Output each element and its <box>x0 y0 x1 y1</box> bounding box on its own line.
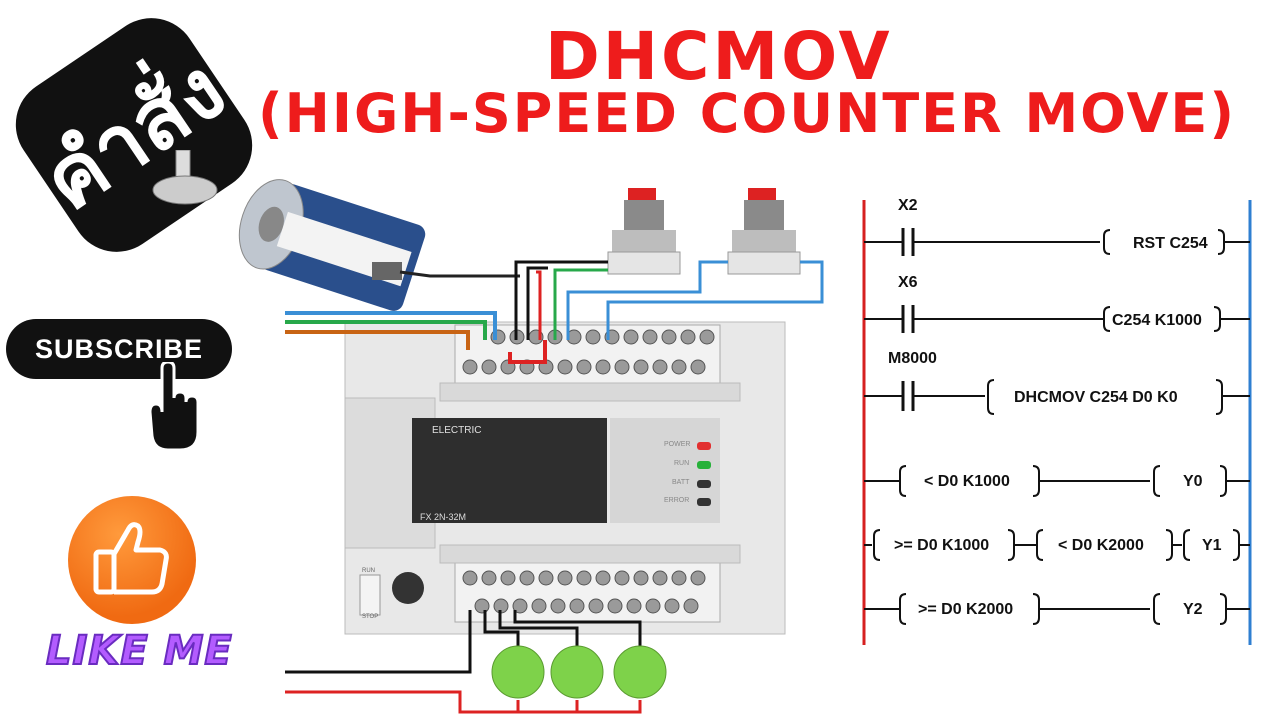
terminal-screw-icon <box>481 570 497 586</box>
rung-2-contact: X6 <box>898 274 918 291</box>
push-button-2-icon <box>727 188 801 275</box>
wiring-diagram <box>152 150 824 714</box>
rung-4-output: Y0 <box>1183 473 1203 490</box>
rung-5-compare-2: < D0 K2000 <box>1058 537 1144 554</box>
like-label: LIKE ME <box>45 627 233 675</box>
rung-1-output: RST C254 <box>1133 235 1208 252</box>
rung-1: X2 RST C254 <box>864 197 1250 256</box>
terminal-screw-icon <box>462 359 478 375</box>
subscribe-button[interactable]: SUBSCRIBE <box>6 319 232 379</box>
terminal-screw-icon <box>595 359 611 375</box>
terminal-screw-icon <box>557 570 573 586</box>
led-label-power: POWER <box>664 441 691 448</box>
output-lamp-y2-icon <box>613 645 667 699</box>
rung-6-output: Y2 <box>1183 601 1203 618</box>
encoder-icon <box>152 150 426 311</box>
ladder-diagram: X2 RST C254 X6 C254 K1000 M8000 DHCMOV C… <box>862 197 1252 645</box>
rung-5-output: Y1 <box>1202 537 1222 554</box>
terminal-screw-icon <box>569 598 585 614</box>
rung-3-contact: M8000 <box>888 350 937 367</box>
terminal-screw-icon <box>614 359 630 375</box>
terminal-screw-icon <box>588 598 604 614</box>
terminal-screw-icon <box>680 329 696 345</box>
output-lamp-y1-icon <box>550 645 604 699</box>
rung-1-contact: X2 <box>898 197 918 214</box>
hand-pointer-icon <box>148 360 204 452</box>
terminal-screw-icon <box>671 570 687 586</box>
rung-2: X6 C254 K1000 <box>864 274 1250 333</box>
terminal-screw-icon <box>576 570 592 586</box>
thumbs-up-icon <box>93 522 169 595</box>
terminal-screw-icon <box>519 570 535 586</box>
terminal-screw-icon <box>531 598 547 614</box>
rung-6: >= D0 K2000 Y2 <box>864 593 1250 625</box>
rung-2-output: C254 K1000 <box>1112 312 1202 329</box>
plc-model: FX 2N-32M <box>420 512 467 522</box>
terminal-screw-icon <box>690 359 706 375</box>
terminal-screw-icon <box>557 359 573 375</box>
terminal-screw-icon <box>699 329 715 345</box>
rung-5-compare-1: >= D0 K1000 <box>894 537 989 554</box>
plc-brand: ELECTRIC <box>432 425 482 436</box>
terminal-screw-icon <box>614 570 630 586</box>
title-line-1: DHCMOV <box>545 18 893 95</box>
push-button-1-icon <box>607 188 681 275</box>
led-label-batt: BATT <box>672 479 690 486</box>
rung-4-compare: < D0 K1000 <box>924 473 1010 490</box>
terminal-screw-icon <box>664 598 680 614</box>
terminal-screw-icon <box>623 329 639 345</box>
terminal-screw-icon <box>661 329 677 345</box>
led-label-run: RUN <box>674 460 690 467</box>
terminal-screw-icon <box>595 570 611 586</box>
terminal-screw-icon <box>607 598 623 614</box>
switch-label-run: RUN <box>362 568 375 574</box>
rung-5: >= D0 K1000 < D0 K2000 Y1 <box>864 529 1250 561</box>
terminal-screw-icon <box>683 598 699 614</box>
like-button[interactable] <box>68 496 196 624</box>
terminal-screw-icon <box>652 570 668 586</box>
rung-4: < D0 K1000 Y0 <box>864 465 1250 497</box>
terminal-screw-icon <box>576 359 592 375</box>
rung-3: M8000 DHCMOV C254 D0 K0 <box>864 350 1250 415</box>
terminal-screw-icon <box>626 598 642 614</box>
terminal-screw-icon <box>642 329 658 345</box>
terminal-screw-icon <box>633 359 649 375</box>
rung-6-compare: >= D0 K2000 <box>918 601 1013 618</box>
terminal-screw-icon <box>474 598 490 614</box>
terminal-screw-icon <box>652 359 668 375</box>
terminal-screw-icon <box>645 598 661 614</box>
led-label-error: ERROR <box>664 497 690 504</box>
terminal-screw-icon <box>550 598 566 614</box>
terminal-screw-icon <box>633 570 649 586</box>
switch-label-stop: STOP <box>362 614 379 620</box>
terminal-screw-icon <box>500 570 516 586</box>
output-lamp-y0-icon <box>491 645 545 699</box>
title-line-2: (HIGH-SPEED COUNTER MOVE) <box>258 82 1236 145</box>
terminal-screw-icon <box>690 570 706 586</box>
terminal-screw-icon <box>481 359 497 375</box>
rung-3-output: DHCMOV C254 D0 K0 <box>1014 389 1178 406</box>
subscribe-label: SUBSCRIBE <box>34 333 204 364</box>
terminal-screw-icon <box>512 598 528 614</box>
terminal-screw-icon <box>585 329 601 345</box>
terminal-screw-icon <box>462 570 478 586</box>
terminal-screw-icon <box>538 570 554 586</box>
terminal-screw-icon <box>671 359 687 375</box>
